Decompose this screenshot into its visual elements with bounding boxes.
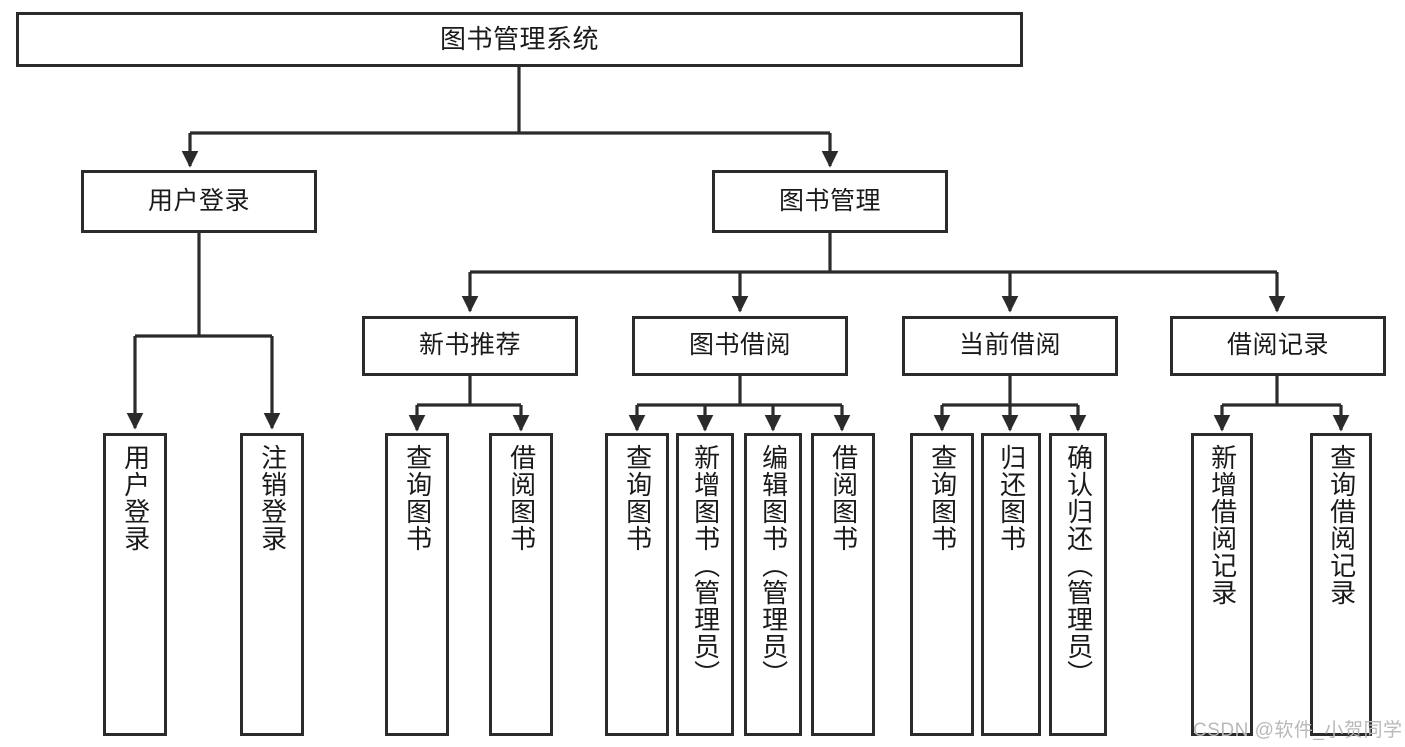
node-leaf-add-book[interactable]: 新增图书（管理员） (676, 433, 734, 736)
node-leaf-user-login[interactable]: 用户登录 (103, 433, 167, 736)
node-leaf-borrow-book-1-label: 借阅图书 (506, 444, 537, 552)
node-leaf-query-book-2[interactable]: 查询图书 (605, 433, 669, 736)
node-leaf-query-book-3-label: 查询图书 (927, 444, 958, 552)
node-leaf-user-login-label: 用户登录 (120, 444, 151, 552)
node-book-manage-label: 图书管理 (778, 186, 881, 215)
node-borrow-record-label: 借阅记录 (1226, 331, 1329, 360)
node-leaf-query-book-1-label: 查询图书 (402, 444, 433, 552)
node-root-label: 图书管理系统 (439, 24, 599, 55)
node-leaf-return-book[interactable]: 归还图书 (981, 433, 1041, 736)
node-leaf-borrow-book-1[interactable]: 借阅图书 (489, 433, 553, 736)
node-leaf-user-logout-label: 注销登录 (257, 444, 288, 552)
node-book-borrow-label: 图书借阅 (688, 331, 791, 360)
node-leaf-add-book-label: 新增图书（管理员） (690, 444, 721, 687)
node-borrow-record[interactable]: 借阅记录 (1170, 316, 1386, 376)
node-leaf-query-book-1[interactable]: 查询图书 (385, 433, 449, 736)
node-leaf-borrow-book-2-label: 借阅图书 (828, 444, 859, 552)
node-leaf-borrow-book-2[interactable]: 借阅图书 (811, 433, 875, 736)
node-leaf-query-book-2-label: 查询图书 (622, 444, 653, 552)
node-leaf-query-book-3[interactable]: 查询图书 (910, 433, 974, 736)
node-user-login-label: 用户登录 (147, 186, 250, 215)
node-leaf-user-logout[interactable]: 注销登录 (240, 433, 304, 736)
node-leaf-query-record-label: 查询借阅记录 (1326, 444, 1357, 606)
node-new-book-recommend[interactable]: 新书推荐 (362, 316, 578, 376)
node-leaf-edit-book-label: 编辑图书（管理员） (758, 444, 789, 687)
node-leaf-confirm-return[interactable]: 确认归还（管理员） (1049, 433, 1107, 736)
node-leaf-add-record-label: 新增借阅记录 (1207, 444, 1238, 606)
node-root[interactable]: 图书管理系统 (16, 12, 1023, 67)
node-book-manage[interactable]: 图书管理 (712, 170, 948, 233)
node-leaf-add-record[interactable]: 新增借阅记录 (1191, 433, 1253, 736)
node-book-borrow[interactable]: 图书借阅 (632, 316, 848, 376)
node-current-borrow[interactable]: 当前借阅 (902, 316, 1118, 376)
node-current-borrow-label: 当前借阅 (958, 331, 1061, 360)
node-user-login[interactable]: 用户登录 (81, 170, 317, 233)
node-leaf-edit-book[interactable]: 编辑图书（管理员） (744, 433, 802, 736)
node-leaf-return-book-label: 归还图书 (996, 444, 1027, 552)
node-leaf-confirm-return-label: 确认归还（管理员） (1063, 444, 1094, 687)
node-leaf-query-record[interactable]: 查询借阅记录 (1310, 433, 1372, 736)
node-new-book-recommend-label: 新书推荐 (418, 331, 521, 360)
csdn-watermark: CSDN @软件_小贺同学 (1193, 720, 1403, 741)
